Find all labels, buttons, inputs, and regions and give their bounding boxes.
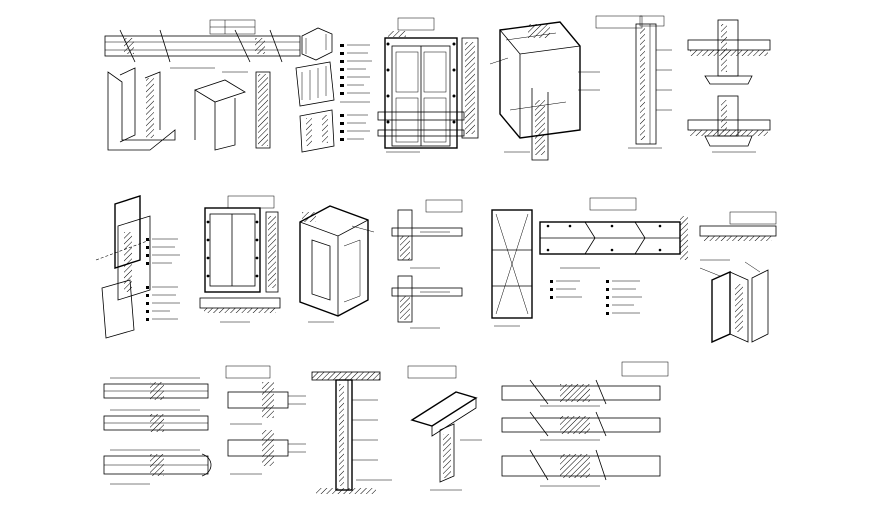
detail-horizontal-sections-stack: [103, 377, 212, 485]
detail-frame-assembly: [295, 27, 372, 153]
detail-jamb-sections: [391, 199, 463, 329]
detail-vertical-wall-section: [311, 371, 392, 494]
detail-vertical-stud-section: [628, 15, 672, 149]
detail-assembly-sections-triple: [501, 361, 669, 487]
detail-double-door-elevation: [377, 17, 479, 153]
detail-door-opening-3d: [299, 205, 375, 323]
detail-panel-elevation: [199, 195, 281, 323]
detail-beam-junction-3d: [407, 365, 482, 491]
detail-panel-junction-3d: [489, 15, 643, 161]
detail-wall-ceiling-sections: [225, 365, 306, 475]
detail-corner-3d-legend: [95, 195, 180, 339]
detail-horizontal-panel: [491, 197, 688, 327]
detail-column-assembly-3d: [699, 211, 777, 344]
detail-profile-section-top: [104, 19, 301, 151]
detail-head-sill: [687, 19, 771, 153]
